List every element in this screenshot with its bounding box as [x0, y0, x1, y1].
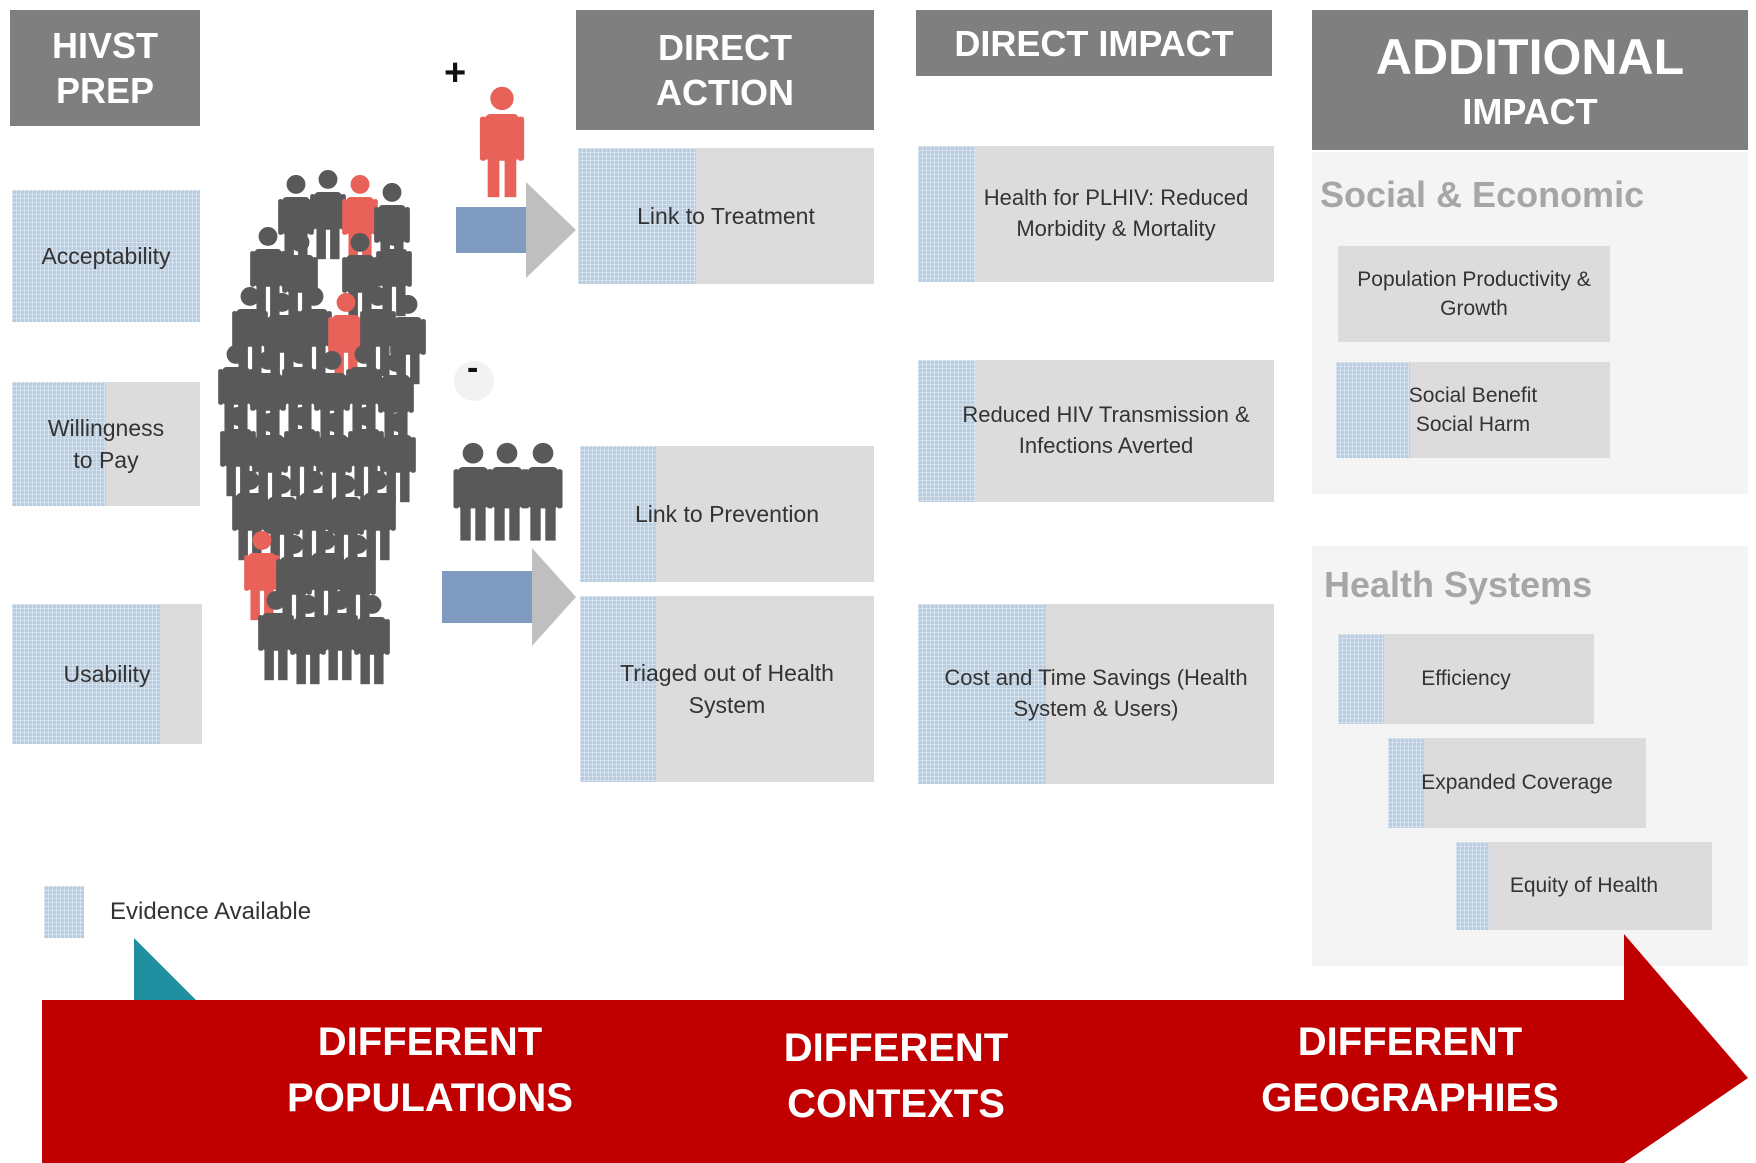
header-hivst-prep-line1: HIVST [51, 25, 158, 66]
hivst-item-label: Acceptability [41, 242, 171, 269]
health-systems-title: Health Systems [1324, 564, 1593, 605]
banner-contexts-line2: CONTEXTS [787, 1082, 1005, 1126]
header-hivst-prep-line2: PREP [55, 70, 155, 111]
header-additional-impact-line2: IMPACT [1462, 90, 1598, 132]
banner-different-contexts: DIFFERENT CONTEXTS [746, 1020, 1046, 1132]
evidence-bar [1336, 362, 1410, 458]
header-direct-action-line2: ACTION [656, 72, 794, 113]
banner-geographies-line2: GEOGRAPHIES [1261, 1076, 1559, 1120]
header-direct-action-line1: DIRECT [658, 27, 792, 68]
banner-teal-triangle [134, 938, 196, 1000]
hivst-item-label: Usability [63, 660, 151, 687]
arrow-to-prevention-icon [442, 548, 576, 646]
evidence-bar [12, 190, 200, 322]
direct-impact-label: Cost and Time Savings (Health System & U… [944, 665, 1248, 721]
social-item-population-productivity: Population Productivity & Growth [1338, 246, 1610, 342]
header-hivst-prep: HIVST PREP [10, 10, 200, 126]
header-direct-action: DIRECT ACTION [576, 10, 874, 130]
hivst-item-usability: Usability [12, 604, 202, 744]
hivst-item-acceptability: Acceptability [12, 190, 200, 322]
evidence-bar [578, 148, 697, 284]
health-item-label: Equity of Health [1509, 874, 1659, 898]
arrow-to-treatment-icon [456, 182, 576, 278]
health-item-equity-of-health: Equity of Health [1456, 842, 1712, 930]
evidence-bar [1456, 842, 1490, 930]
evidence-bar [580, 446, 657, 582]
header-additional-impact-line1: ADDITIONAL [1375, 29, 1685, 86]
hivst-item-label: Willingness to Pay [47, 414, 165, 473]
health-item-expanded-coverage: Expanded Coverage [1388, 738, 1646, 828]
health-item-efficiency: Efficiency [1338, 634, 1594, 724]
plus-sign: + [444, 52, 467, 94]
social-item-social-benefit: Social Benefit Social Harm [1336, 362, 1610, 458]
direct-impact-health-plhiv: Health for PLHIV: Reduced Morbidity & Mo… [918, 146, 1274, 282]
evidence-bar [918, 604, 1047, 784]
header-direct-impact-label: DIRECT IMPACT [954, 22, 1234, 64]
evidence-bar [918, 360, 975, 502]
direct-action-label: Link to Prevention [634, 500, 820, 527]
banner-populations-line1: DIFFERENT [317, 1020, 543, 1064]
hivst-item-willingness: Willingness to Pay [12, 382, 200, 506]
health-item-label: Expanded Coverage [1421, 771, 1613, 795]
evidence-bar [12, 382, 106, 506]
social-item-label: Social Benefit Social Harm [1408, 383, 1538, 436]
banner-different-geographies: DIFFERENT GEOGRAPHIES [1250, 1014, 1570, 1126]
banner-contexts-line1: DIFFERENT [783, 1026, 1009, 1070]
legend-evidence-label: Evidence Available [110, 898, 312, 925]
health-item-label: Efficiency [1421, 667, 1511, 691]
banner-populations-line2: POPULATIONS [287, 1076, 573, 1120]
direct-action-triaged-out: Triaged out of Health System [580, 596, 874, 782]
direct-action-link-to-prevention: Link to Prevention [580, 446, 874, 582]
direct-impact-label: Reduced HIV Transmission & Infections Av… [962, 402, 1250, 458]
evidence-bar [918, 146, 975, 282]
direct-action-label: Triaged out of Health System [620, 659, 834, 718]
header-additional-impact: ADDITIONAL IMPACT [1312, 10, 1748, 150]
banner-different-populations: DIFFERENT POPULATIONS [270, 1014, 590, 1126]
direct-action-label: Link to Treatment [637, 202, 815, 229]
minus-circle-icon [454, 361, 494, 401]
evidence-bar [580, 596, 657, 782]
social-economic-title: Social & Economic [1320, 174, 1645, 215]
direct-impact-cost-time-savings: Cost and Time Savings (Health System & U… [918, 604, 1274, 784]
minus-sign: - [467, 349, 479, 387]
direct-action-link-to-treatment: Link to Treatment [578, 148, 874, 284]
banner-red-arrow [42, 934, 1748, 1163]
legend-evidence-swatch [44, 886, 84, 938]
direct-impact-label: Health for PLHIV: Reduced Morbidity & Mo… [983, 185, 1249, 241]
evidence-bar [12, 604, 161, 744]
banner-geographies-line1: DIFFERENT [1297, 1020, 1523, 1064]
header-direct-impact: DIRECT IMPACT [916, 10, 1272, 76]
social-item-label: Population Productivity & Growth [1357, 267, 1591, 320]
evidence-bar [1388, 738, 1425, 828]
evidence-bar [1338, 634, 1385, 724]
direct-impact-reduced-transmission: Reduced HIV Transmission & Infections Av… [918, 360, 1274, 502]
